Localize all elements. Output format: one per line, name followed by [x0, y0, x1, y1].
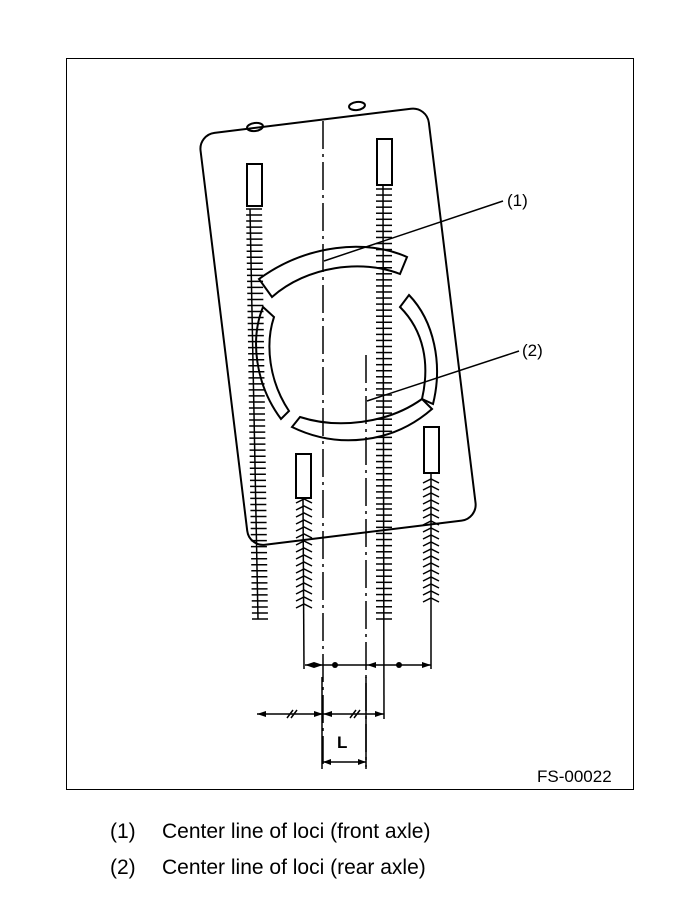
- track-chevron: [422, 513, 440, 519]
- callout-1: (1): [507, 191, 528, 210]
- track-chevron: [295, 554, 313, 560]
- legend-text: Center line of loci (front axle): [162, 820, 431, 843]
- legend-item-1: (1) Center line of loci (front axle): [110, 820, 430, 844]
- slot-top-right: [376, 138, 393, 186]
- track-chevron: [422, 583, 440, 589]
- track-chevron: [422, 576, 440, 582]
- dimension-label-l: L: [337, 733, 348, 752]
- track-chevron: [422, 492, 440, 498]
- track-chevron: [422, 562, 440, 568]
- track-chevron: [422, 569, 440, 575]
- track-chevron: [295, 596, 313, 602]
- track-chevron: [422, 534, 440, 540]
- track-chevron: [422, 527, 440, 533]
- track-chevron: [422, 590, 440, 596]
- slot-top-left: [246, 163, 263, 207]
- legend-item-2: (2) Center line of loci (rear axle): [110, 856, 426, 880]
- legend-number: (1): [110, 820, 136, 843]
- track-chevron: [295, 498, 313, 504]
- alignment-diagram: [199, 100, 520, 769]
- track-chevron: [295, 526, 313, 532]
- track-chevron: [295, 540, 313, 546]
- track-chevron: [295, 533, 313, 539]
- slot-bottom-left: [295, 453, 312, 499]
- test-plate: [199, 107, 477, 546]
- track-chevron: [422, 548, 440, 554]
- track-chevron: [295, 519, 313, 525]
- track-chevron: [295, 582, 313, 588]
- hole-right: [348, 100, 366, 112]
- arc-top: [257, 245, 409, 299]
- track-chevron: [295, 505, 313, 511]
- track-chevron: [422, 485, 440, 491]
- legend-number: (2): [110, 856, 136, 879]
- hole-left: [246, 121, 264, 133]
- track-chevron: [422, 499, 440, 505]
- track-chevron: [422, 520, 440, 526]
- track-chevron: [422, 541, 440, 547]
- figure-code: FS-00022: [537, 767, 612, 786]
- track-chevron: [295, 603, 313, 609]
- track-chevron: [295, 568, 313, 574]
- track-chevron: [295, 561, 313, 567]
- track-chevron: [295, 589, 313, 595]
- track-chevron: [422, 506, 440, 512]
- arc-right: [398, 293, 438, 406]
- track-chevron: [422, 555, 440, 561]
- track-chevron: [422, 597, 440, 603]
- legend-text: Center line of loci (rear axle): [162, 856, 426, 879]
- arc-bottom: [290, 397, 434, 442]
- track-chevron: [295, 512, 313, 518]
- track-chevron: [295, 575, 313, 581]
- track-chevron: [422, 478, 440, 484]
- figure-frame: (1) (2) L FS-00022: [66, 58, 634, 790]
- slot-bottom-right: [423, 426, 440, 474]
- callout-2: (2): [522, 341, 543, 360]
- track-chevron: [295, 547, 313, 553]
